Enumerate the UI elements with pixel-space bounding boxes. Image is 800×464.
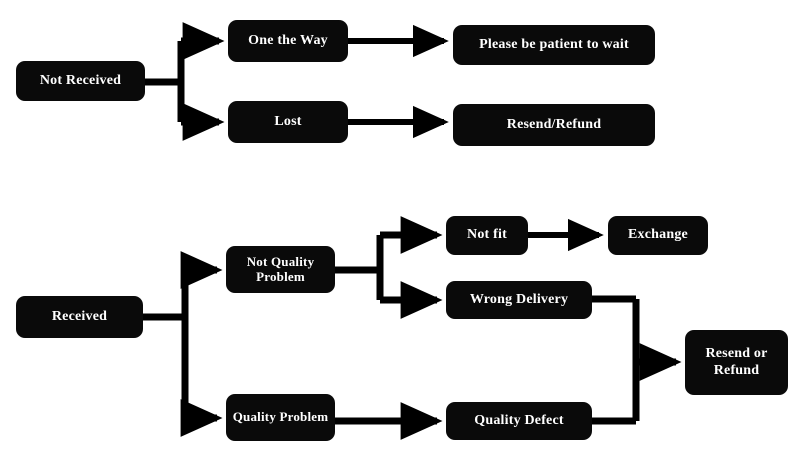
node-not-fit[interactable]: Not fit	[446, 216, 528, 255]
node-received[interactable]: Received	[16, 296, 143, 338]
node-wrong-delivery[interactable]: Wrong Delivery	[446, 281, 592, 319]
node-quality-defect[interactable]: Quality Defect	[446, 402, 592, 440]
node-resend-slash-refund[interactable]: Resend/Refund	[453, 104, 655, 146]
node-lost[interactable]: Lost	[228, 101, 348, 143]
edge-not-received-split	[145, 22, 225, 141]
edge-received-split	[143, 251, 223, 437]
node-one-the-way[interactable]: One the Way	[228, 20, 348, 62]
edge-not-quality-problem-split	[335, 216, 443, 319]
node-quality-problem[interactable]: Quality Problem	[226, 394, 335, 441]
node-not-received[interactable]: Not Received	[16, 61, 145, 101]
node-please-be-patient-to-wait[interactable]: Please be patient to wait	[453, 25, 655, 65]
node-resend-or-refund[interactable]: Resend or Refund	[685, 330, 788, 395]
edge-merge-to-resend-or-refund	[592, 295, 682, 425]
node-exchange[interactable]: Exchange	[608, 216, 708, 255]
node-not-quality-problem[interactable]: Not Quality Problem	[226, 246, 335, 293]
